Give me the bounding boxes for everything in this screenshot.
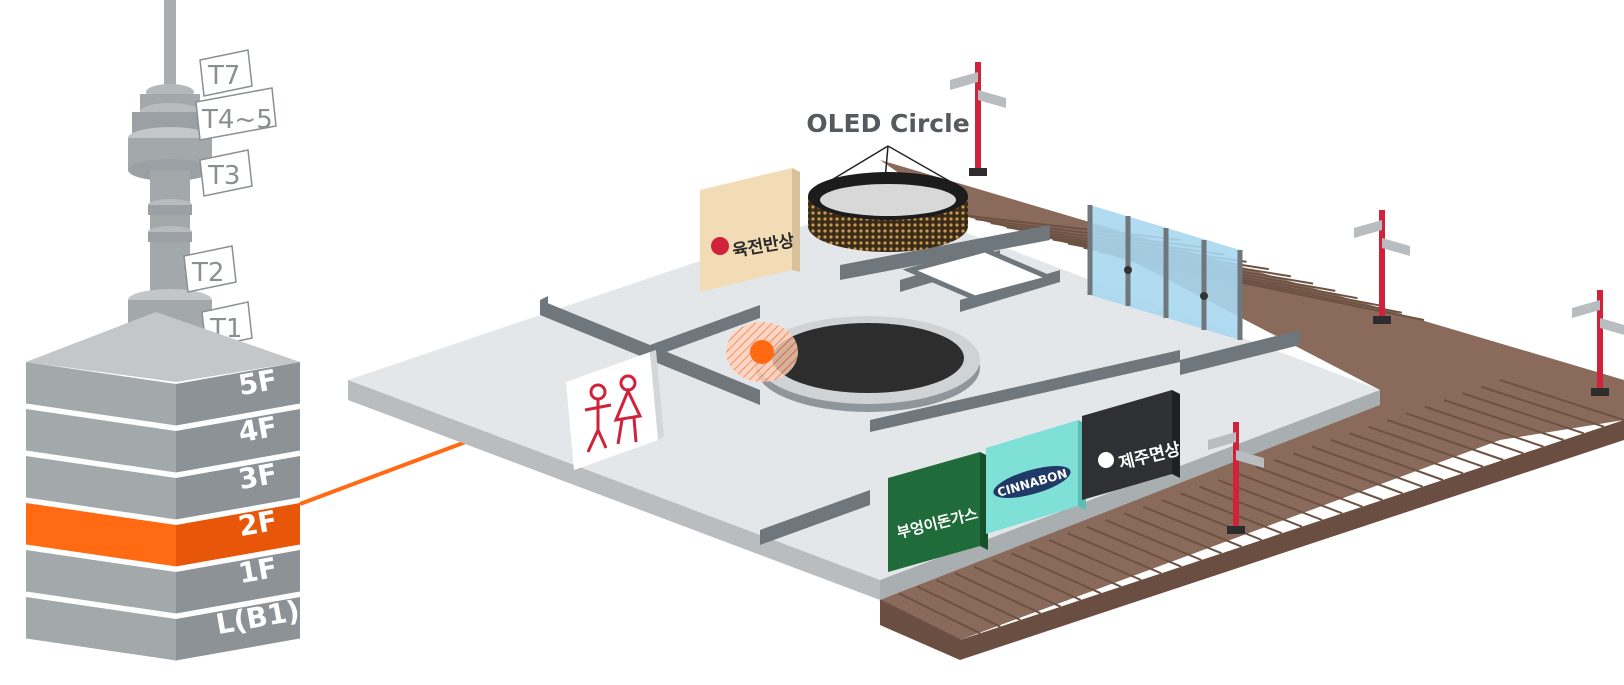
signposts	[950, 62, 1624, 534]
tower-level-label: T2	[191, 258, 224, 288]
tower-level-tags: T7 T4~5 T3 T2 T1	[183, 49, 277, 349]
store-sign-buongi[interactable]: 부엉이돈가스	[888, 452, 988, 572]
signpost-icon	[1572, 290, 1624, 396]
signpost-icon	[950, 62, 1006, 176]
oled-circle-label: OLED Circle	[806, 109, 969, 138]
restroom-icon	[584, 374, 643, 453]
tower-level-label: T7	[207, 61, 240, 91]
glass-doors	[1087, 205, 1243, 340]
tower-illustration	[128, 0, 212, 363]
tower-level-label: T4~5	[201, 105, 273, 135]
floor-button-3f[interactable]: 3F	[25, 456, 301, 523]
floor-button-2f[interactable]: 2F	[25, 503, 301, 570]
atrium-circle	[756, 316, 980, 412]
tower-level-label: T3	[207, 161, 240, 191]
floor-label: 2F	[236, 504, 280, 543]
floor-label: 5F	[236, 363, 280, 402]
tower-level-t4-5[interactable]: T4~5	[195, 87, 277, 141]
tower-level-t3[interactable]: T3	[199, 149, 253, 197]
location-pin-icon[interactable]	[726, 322, 798, 382]
store-sign-yukjeon[interactable]: 육전반상	[700, 168, 800, 292]
signpost-icon	[1354, 210, 1410, 324]
floor-label: 4F	[236, 410, 280, 449]
oled-circle[interactable]: OLED Circle	[806, 109, 970, 252]
floor-button-1f[interactable]: 1F	[25, 550, 301, 617]
signpost-icon	[1208, 422, 1264, 534]
floor-button-lb1[interactable]: L(B1)	[25, 594, 302, 664]
floor-button-4f[interactable]: 4F	[25, 409, 301, 476]
floor-stack: 5F 4F 3F 2F 1F L(B1)	[25, 312, 302, 664]
store-sign-cinnabon[interactable]: CINNABON	[986, 420, 1086, 534]
store-sign-jeju[interactable]: 제주면상	[1082, 390, 1183, 500]
tower-level-t2[interactable]: T2	[183, 245, 237, 293]
restroom-sign[interactable]	[566, 350, 664, 470]
floor-label: 3F	[236, 457, 280, 496]
floor-label: 1F	[236, 551, 280, 590]
floor-button-5f[interactable]: 5F	[25, 362, 301, 429]
tower-level-t7[interactable]: T7	[199, 49, 253, 97]
light-well	[902, 247, 1058, 301]
